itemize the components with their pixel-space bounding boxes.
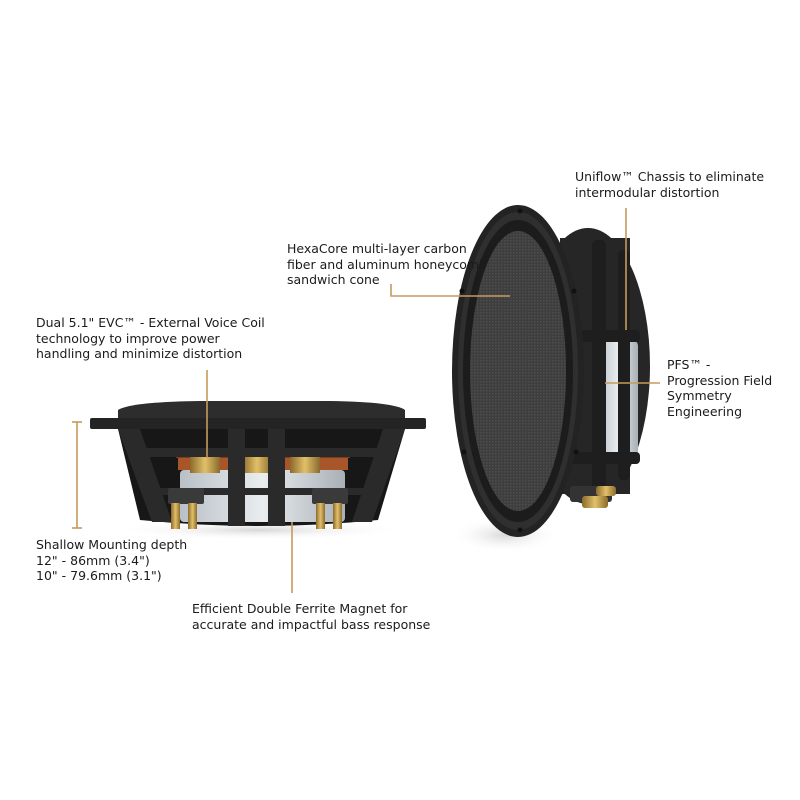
label-line: PFS™ - — [667, 357, 711, 372]
label-hexacore-cone: HexaCore multi-layer carbon fiber and al… — [287, 241, 487, 288]
label-line: 12" - 86mm (3.4") — [36, 552, 150, 568]
label-line: Shallow Mounting depth — [36, 537, 188, 552]
label-line: accurate and impactful bass response — [192, 616, 431, 632]
side-view-woofer — [90, 401, 426, 540]
label-line: Dual 5.1" EVC™ - External Voice Coil — [36, 315, 265, 330]
callout-lines — [72, 208, 660, 593]
label-line: Symmetry — [667, 388, 732, 403]
label-line: technology to improve power — [36, 330, 220, 346]
label-line: sandwich cone — [287, 272, 380, 287]
depth-dimension-marker — [72, 421, 82, 529]
label-line: intermodular distortion — [575, 184, 720, 200]
label-line: fiber and aluminum honeycomb — [287, 256, 488, 272]
label-line: HexaCore multi-layer carbon — [287, 241, 467, 256]
label-line: handling and minimize distortion — [36, 346, 243, 361]
label-line: Uniflow™ Chassis to eliminate — [575, 169, 765, 184]
label-line: 10" - 79.6mm (3.1") — [36, 568, 162, 583]
label-line: Engineering — [667, 403, 742, 419]
label-line: Efficient Double Ferrite Magnet for — [192, 601, 408, 616]
label-mounting-depth: Shallow Mounting depth 12" - 86mm (3.4")… — [36, 537, 187, 584]
label-line: Progression Field — [667, 372, 773, 388]
label-pfs: PFS™ - Progression Field Symmetry Engine… — [667, 357, 772, 419]
callout-cone-line — [390, 284, 510, 297]
label-uniflow-chassis: Uniflow™ Chassis to eliminate intermodul… — [575, 169, 764, 200]
label-dual-evc: Dual 5.1" EVC™ - External Voice Coil tec… — [36, 315, 265, 362]
label-ferrite-magnet: Efficient Double Ferrite Magnet for accu… — [192, 601, 430, 632]
